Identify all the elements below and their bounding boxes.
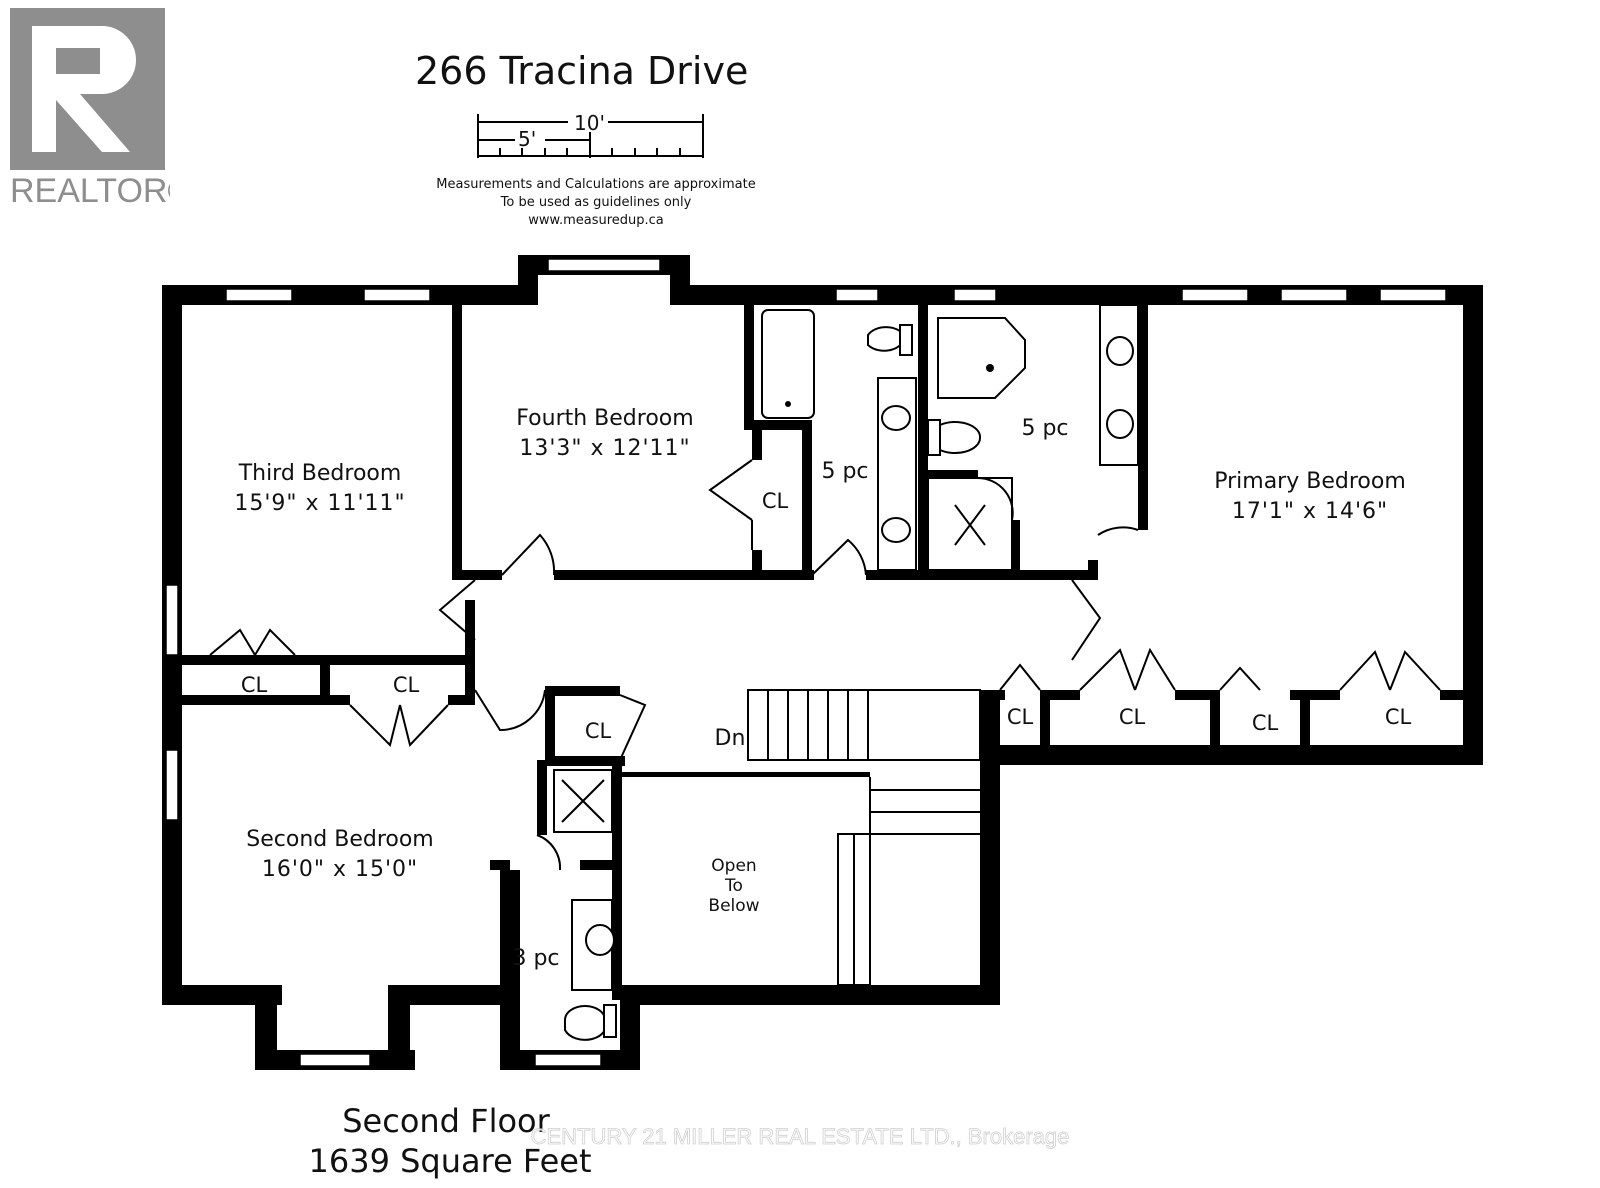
- open-to-below-line-3: Below: [708, 896, 759, 916]
- plan-title: 266 Tracina Drive: [415, 49, 748, 93]
- scale-minor-label: 5': [518, 127, 536, 151]
- doors: [209, 459, 1441, 871]
- bath-3pc-label: 3 pc: [512, 946, 559, 971]
- closet-label: CL: [762, 489, 789, 513]
- scale-major-label: 10': [574, 111, 605, 135]
- windows: [165, 258, 1447, 1067]
- closet-label: CL: [1119, 705, 1146, 729]
- second-bedroom-name: Second Bedroom: [246, 827, 433, 852]
- closet-label: CL: [585, 719, 612, 743]
- third-bedroom-name: Third Bedroom: [238, 461, 402, 486]
- closet-label: CL: [241, 673, 268, 697]
- floor-area: 1639 Square Feet: [308, 1142, 591, 1180]
- open-to-below-line-2: To: [724, 876, 743, 896]
- stairs-down-label: Dn: [715, 726, 746, 751]
- room-labels: Third Bedroom 15'9" x 11'11" Fourth Bedr…: [234, 406, 1411, 971]
- bath-5pc-a-label: 5 pc: [821, 459, 868, 484]
- open-to-below-line-1: Open: [711, 856, 756, 876]
- disclaimer-line-1: Measurements and Calculations are approx…: [436, 177, 755, 192]
- primary-bedroom-dims: 17'1" x 14'6": [1232, 499, 1388, 524]
- staircase: [747, 689, 981, 986]
- realtor-logo-text: REALTOR®: [10, 172, 170, 208]
- realtor-logo: REALTOR®: [10, 8, 170, 208]
- fourth-bedroom-name: Fourth Bedroom: [516, 406, 693, 431]
- floor-name: Second Floor: [342, 1102, 550, 1140]
- closet-label: CL: [1252, 711, 1279, 735]
- disclaimer-line-3: www.measuredup.ca: [528, 213, 664, 228]
- bath-5pc-b-label: 5 pc: [1021, 416, 1068, 441]
- closet-label: CL: [393, 673, 420, 697]
- third-bedroom-dims: 15'9" x 11'11": [234, 491, 405, 516]
- interior-walls: [175, 295, 1465, 1000]
- fourth-bedroom-dims: 13'3" x 12'11": [519, 436, 690, 461]
- closet-label: CL: [1385, 705, 1412, 729]
- second-bedroom-dims: 16'0" x 15'0": [262, 857, 418, 882]
- scale-bar: 10' 5': [477, 111, 704, 158]
- closet-label: CL: [1007, 705, 1034, 729]
- disclaimer-line-2: To be used as guidelines only: [500, 195, 692, 210]
- brokerage-watermark: CENTURY 21 MILLER REAL ESTATE LTD., Brok…: [531, 1124, 1070, 1149]
- primary-bedroom-name: Primary Bedroom: [1214, 469, 1406, 494]
- bathroom-fixtures: [553, 304, 1139, 1041]
